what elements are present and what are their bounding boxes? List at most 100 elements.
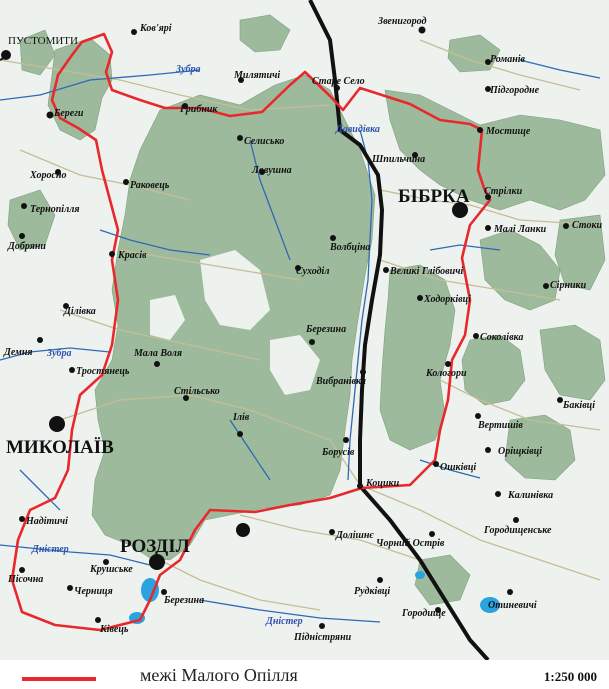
marker-kivets bbox=[95, 617, 101, 623]
label-village: Мостище bbox=[485, 126, 531, 137]
marker-chornyi-ostriv bbox=[429, 531, 435, 537]
marker-borusiv bbox=[343, 437, 349, 443]
marker-mostyshche bbox=[477, 127, 483, 133]
label-village: Оріщківці bbox=[498, 446, 542, 457]
label-village: Старе Село bbox=[312, 76, 365, 87]
marker-strilky bbox=[485, 194, 491, 200]
marker-vertyshiv bbox=[475, 413, 481, 419]
label-village: Підністряни bbox=[293, 632, 352, 643]
map[interactable]: Миколаїв Розділ Бібрка Пустомити Ков'ярі… bbox=[0, 0, 609, 662]
label-village: Раковець bbox=[130, 180, 170, 191]
marker-dobriany bbox=[19, 233, 25, 239]
label-village: Тернопілля bbox=[30, 204, 80, 215]
label-village: Шпильчина bbox=[371, 154, 425, 165]
marker-selysko bbox=[237, 135, 243, 141]
marker-dilivka bbox=[63, 303, 69, 309]
label-village: Рудківці bbox=[354, 586, 390, 597]
marker-sukhodil bbox=[295, 265, 301, 271]
label-village: Звенигород bbox=[377, 16, 427, 27]
label-village: Коцики bbox=[365, 478, 400, 489]
map-canvas: Миколаїв Розділ Бібрка Пустомити Ков'ярі… bbox=[0, 0, 609, 662]
label-river-dnister-west: Дністер bbox=[31, 544, 69, 555]
label-rozdil: Розділ bbox=[120, 536, 190, 557]
marker-bibrka bbox=[452, 202, 468, 218]
label-village: Отиневичі bbox=[488, 600, 537, 611]
marker-orishkivtsi bbox=[485, 447, 491, 453]
forest-east-2 bbox=[379, 264, 456, 451]
label-river-zubra-north: Зубра bbox=[175, 64, 201, 75]
label-river-dnister-south: Дністер bbox=[265, 616, 303, 627]
marker-sokolivka bbox=[473, 333, 479, 339]
marker-vybranivka bbox=[360, 369, 366, 375]
marker-hrybnyk bbox=[182, 103, 188, 109]
label-village: Надітичі bbox=[25, 516, 68, 527]
label-village: Кологори bbox=[425, 368, 467, 379]
label-village: Суходіл bbox=[296, 266, 329, 277]
label-village: Пісочна bbox=[7, 574, 43, 585]
label-village: Ділівка bbox=[63, 306, 96, 317]
label-village: Ківець bbox=[99, 624, 129, 635]
marker-kotsyky bbox=[357, 483, 363, 489]
marker-chernytsia bbox=[67, 585, 73, 591]
marker-kolohory bbox=[445, 361, 451, 367]
label-village: Ходорківці bbox=[423, 294, 471, 305]
railway bbox=[308, 0, 490, 662]
label-bibrka: Бібрка bbox=[398, 186, 470, 207]
marker-myliatychi bbox=[238, 77, 244, 83]
marker-v-hlibovychi bbox=[383, 267, 389, 273]
marker-khorosno bbox=[55, 169, 61, 175]
label-river-zubra-west: Зубра bbox=[46, 348, 72, 359]
label-village: Березина bbox=[305, 324, 346, 335]
label-village: Баківці bbox=[562, 400, 595, 411]
forest-south-east bbox=[504, 414, 576, 481]
marker-stilsko bbox=[183, 395, 189, 401]
rivers bbox=[0, 59, 601, 623]
lake-south bbox=[415, 571, 425, 579]
forest-east-6 bbox=[539, 324, 606, 401]
boundary bbox=[10, 32, 492, 632]
label-village: Сірники bbox=[550, 280, 587, 291]
marker-mali-lanky bbox=[485, 225, 491, 231]
lake-south-east bbox=[480, 597, 500, 613]
label-village: Селисько bbox=[244, 136, 284, 147]
marker-ternopillia bbox=[21, 203, 27, 209]
label-village: Калинівка bbox=[507, 490, 553, 501]
forest-west bbox=[47, 37, 113, 141]
marker-romaniv bbox=[485, 59, 491, 65]
marker-sirnyky bbox=[543, 283, 549, 289]
forest-north-west bbox=[19, 29, 56, 76]
label-village: Малі Ланки bbox=[493, 224, 547, 235]
label-village: Тростянець bbox=[76, 366, 130, 377]
marker-rozdil bbox=[149, 554, 165, 570]
label-village: Добряни bbox=[7, 241, 46, 252]
marker-pidnistriany bbox=[319, 623, 325, 629]
forest-north-1 bbox=[239, 14, 291, 53]
label-village: Березина bbox=[163, 595, 204, 606]
label-village: Крушське bbox=[89, 564, 133, 575]
label-village: Вибранівка bbox=[315, 376, 366, 387]
marker-krasiv bbox=[109, 251, 115, 257]
marker-shpylchyna bbox=[412, 152, 418, 158]
label-village: Стрілки bbox=[484, 186, 523, 197]
marker-pisochna bbox=[19, 567, 25, 573]
forest-south bbox=[414, 554, 471, 606]
label-village: Вертишів bbox=[477, 420, 523, 431]
marker-oshkivtsi bbox=[433, 461, 439, 467]
label-village: Стоки bbox=[572, 220, 603, 231]
marker-berezyna-2 bbox=[161, 589, 167, 595]
boundary-legend-swatch bbox=[22, 677, 96, 681]
label-village: Соколівка bbox=[480, 332, 523, 343]
label-village: Мала Воля bbox=[133, 348, 182, 359]
river-labels: Зубра Давидівка Зубра Дністер Дністер bbox=[31, 64, 380, 627]
marker-berehy bbox=[46, 111, 54, 119]
village-labels: Ков'ярі Звенигород Романів Підгородне Ми… bbox=[3, 16, 603, 643]
marker-naditychi bbox=[19, 516, 25, 522]
forest-east-5 bbox=[461, 334, 526, 406]
label-village: Ловушна bbox=[251, 165, 292, 176]
boundary-legend-label: межі Малого Опілля bbox=[140, 665, 298, 685]
marker-otynevychi bbox=[507, 589, 513, 595]
label-village: Стільсько bbox=[174, 386, 220, 397]
clearings bbox=[150, 250, 320, 395]
city-labels: Миколаїв Розділ Бібрка Пустомити bbox=[6, 35, 470, 557]
label-village: Чорний Острів bbox=[376, 538, 445, 549]
